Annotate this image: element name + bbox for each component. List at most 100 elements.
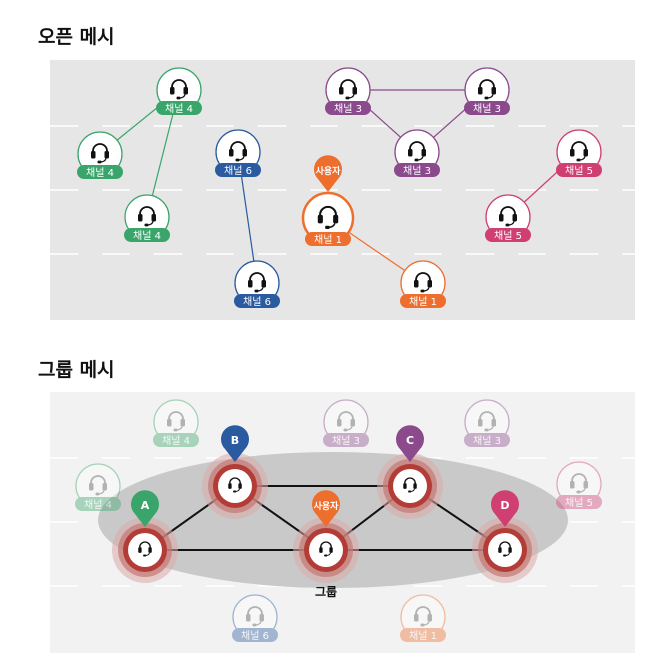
channel-node: 채널 4 [75,463,121,511]
user-location-pin: 사용자 [314,155,342,192]
svg-text:A: A [141,499,150,512]
channel-label: 채널 1 [400,628,446,642]
svg-text:채널 6: 채널 6 [224,165,252,177]
open-mesh-diagram: 채널 4 채널 4 채널 4 채널 6 채널 6 채널 3 채널 3 채널 3 채널 5 채널 5… [50,60,635,320]
headset-icon [138,541,152,557]
svg-text:사용자: 사용자 [314,500,340,512]
headset-icon [414,272,432,293]
svg-text:채널 4: 채널 4 [86,167,114,179]
channel-label: 채널 4 [156,101,202,115]
svg-text:D: D [500,499,509,512]
group-member-node [377,453,443,519]
headset-icon [478,411,496,432]
channel-label: 채널 6 [215,163,261,177]
svg-text:채널 5: 채널 5 [565,497,593,509]
headset-icon [89,475,107,496]
channel-node: 채널 4 [156,67,202,115]
headset-icon [478,79,496,100]
svg-text:채널 1: 채널 1 [409,296,437,308]
group-member-node [202,453,268,519]
channel-label: 채널 5 [556,495,602,509]
svg-text:채널 3: 채널 3 [473,435,501,447]
channel-label: 채널 3 [325,101,371,115]
group-member-node [112,517,178,583]
channel-label: 채널 5 [556,163,602,177]
headset-icon [570,141,588,162]
svg-text:사용자: 사용자 [316,165,342,177]
svg-text:채널 4: 채널 4 [165,103,193,115]
headset-icon [499,206,517,227]
member-pin-b: B [220,425,249,462]
channel-node: 채널 3 [394,129,440,177]
svg-text:채널 5: 채널 5 [565,165,593,177]
channel-label: 채널 4 [75,497,121,511]
channel-node: 채널 3 [464,67,510,115]
channel-node: 채널 6 [232,594,278,642]
headset-icon [228,477,242,493]
channel-label: 채널 3 [323,433,369,447]
channel-node: 채널 1 [301,191,355,246]
headset-icon [408,141,426,162]
headset-icon [403,477,417,493]
headset-icon [414,606,432,627]
channel-node: 채널 1 [400,260,446,308]
channel-node: 채널 5 [485,194,531,242]
user-location-pin: 사용자 [312,490,340,527]
group-mesh-title: 그룹 메시 [38,359,115,381]
svg-text:채널 4: 채널 4 [162,435,190,447]
channel-node: 채널 1 [400,594,446,642]
svg-text:채널 4: 채널 4 [84,499,112,511]
channel-node: 채널 4 [153,399,199,447]
svg-text:C: C [406,434,414,447]
channel-label: 채널 6 [232,628,278,642]
channel-label: 채널 4 [153,433,199,447]
open-mesh-title: 오픈 메시 [38,26,115,48]
channel-label: 채널 1 [400,294,446,308]
channel-node: 채널 5 [556,461,602,509]
svg-text:채널 3: 채널 3 [403,165,431,177]
member-pin-a: A [131,490,159,527]
svg-text:채널 3: 채널 3 [332,435,360,447]
group-member-node [472,517,538,583]
channel-label: 채널 3 [394,163,440,177]
svg-text:채널 5: 채널 5 [494,230,522,242]
channel-label: 채널 3 [464,433,510,447]
member-pin-c: C [396,425,425,462]
channel-node: 채널 3 [464,399,510,447]
headset-icon [167,411,185,432]
svg-text:채널 3: 채널 3 [473,103,501,115]
svg-text:채널 4: 채널 4 [133,230,161,242]
channel-node: 채널 3 [325,67,371,115]
svg-text:채널 1: 채널 1 [409,630,437,642]
channel-node: 채널 5 [556,129,602,177]
headset-icon [138,206,156,227]
headset-icon [339,79,357,100]
headset-icon [319,541,333,557]
headset-icon [498,541,512,557]
channel-label: 채널 6 [234,294,280,308]
channel-node: 채널 6 [234,260,280,308]
channel-node: 채널 4 [124,194,170,242]
channel-label: 채널 3 [464,101,510,115]
channel-node: 채널 3 [323,399,369,447]
channel-label: 채널 4 [124,228,170,242]
headset-icon [248,272,266,293]
channel-node: 채널 6 [215,129,261,177]
channel-label: 채널 1 [305,232,351,246]
headset-icon [229,141,247,162]
headset-icon [570,473,588,494]
member-pin-d: D [491,490,519,527]
group-member-node [293,517,359,583]
svg-text:채널 1: 채널 1 [314,234,342,246]
svg-text:채널 3: 채널 3 [334,103,362,115]
channel-node: 채널 4 [77,131,123,179]
headset-icon [170,79,188,100]
svg-text:채널 6: 채널 6 [243,296,271,308]
group-label: 그룹 [315,584,337,599]
channel-label: 채널 5 [485,228,531,242]
headset-icon [246,606,264,627]
svg-text:B: B [231,434,239,447]
svg-text:채널 6: 채널 6 [241,630,269,642]
channel-label: 채널 4 [77,165,123,179]
